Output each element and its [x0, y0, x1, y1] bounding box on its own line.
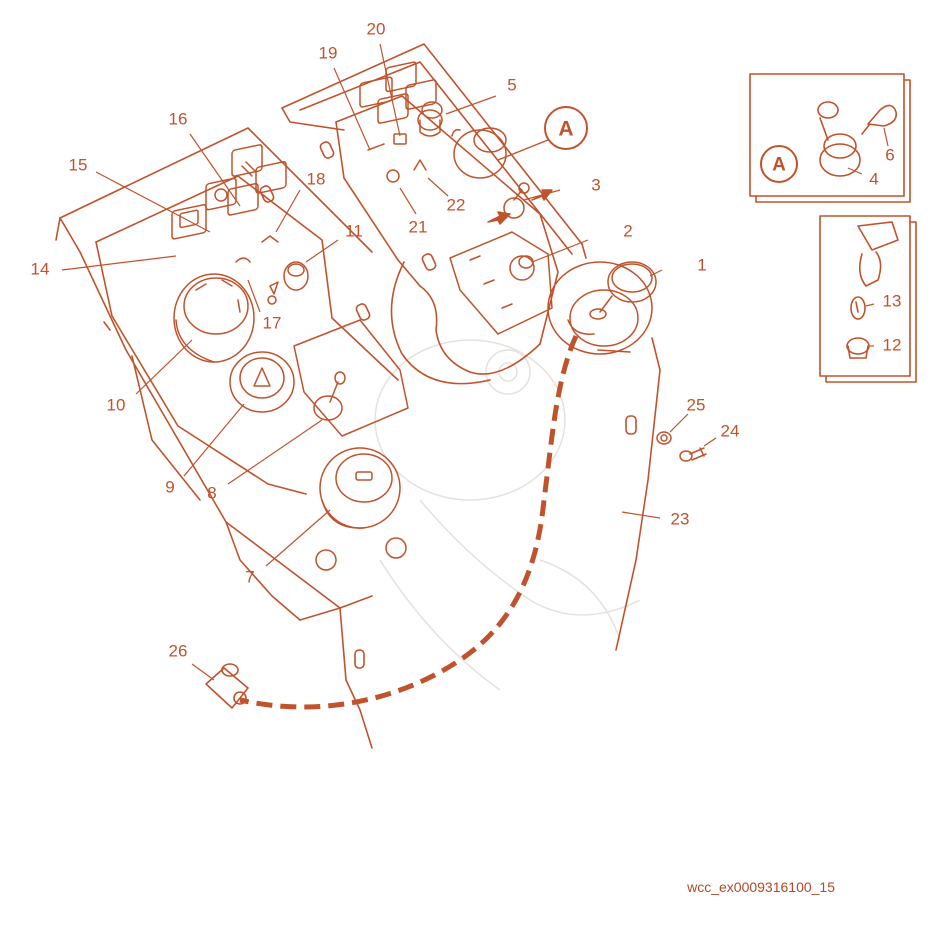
detail-callout-A-inset: A	[760, 145, 798, 183]
part-number-18: 18	[307, 169, 326, 188]
part-number-6: 6	[885, 145, 894, 164]
leader-line-6	[883, 127, 889, 147]
right-console-panel	[281, 43, 587, 385]
part-number-25: 25	[687, 395, 706, 414]
joystick-1-icon	[547, 261, 657, 355]
leader-line-23	[621, 511, 661, 519]
left-panel-switches	[171, 144, 409, 571]
leader-line-24	[703, 437, 717, 447]
leader-line-3	[523, 189, 561, 201]
push-button-5-icon	[417, 101, 443, 137]
washer-25-icon	[656, 431, 672, 445]
bulb-socket-12-icon	[846, 337, 870, 359]
switch-14-icon	[171, 204, 207, 240]
hazard-button-9-icon	[229, 351, 295, 413]
leader-lines	[61, 43, 889, 681]
rotary-switch-7-icon	[315, 447, 407, 571]
detail-callout-A-main: A	[497, 106, 588, 161]
part-number-8: 8	[207, 483, 216, 502]
leader-line-14	[61, 255, 177, 271]
figure-caption: wcc_ex0009316100_15	[686, 879, 835, 895]
part-number-26: 26	[169, 641, 188, 660]
part-number-14: 14	[31, 259, 50, 278]
leader-line-16	[189, 133, 241, 207]
part-number-23: 23	[671, 509, 690, 528]
leader-line-9	[183, 403, 245, 477]
leader-line-25	[669, 413, 689, 433]
leader-line-5	[445, 95, 497, 115]
leader-line-17	[247, 279, 261, 313]
detail-callout-label: A	[558, 118, 573, 141]
switch-18-icon	[255, 161, 287, 243]
leader-line-4	[847, 167, 863, 175]
part-number-10: 10	[107, 395, 126, 414]
part-number-9: 9	[165, 477, 174, 496]
part-number-4: 4	[869, 169, 878, 188]
key-6-icon	[861, 104, 898, 135]
leader-line-13	[865, 303, 875, 307]
part-number-11: 11	[345, 221, 363, 240]
toggle-switch-8-icon	[293, 319, 409, 437]
background-watermark	[374, 339, 641, 691]
leader-line-26	[191, 663, 215, 681]
rotary-knob-11-icon	[267, 261, 309, 305]
switch-2-plate-icon	[449, 231, 553, 335]
part-number-22: 22	[447, 195, 466, 214]
leader-line-1	[649, 269, 663, 277]
harness-cable	[239, 334, 579, 710]
key-switch-4-icon	[817, 101, 861, 177]
leader-line-15	[95, 171, 211, 233]
switch-17-icon	[227, 182, 259, 263]
part-number-16: 16	[169, 109, 188, 128]
leader-line-22	[427, 177, 449, 197]
leader-line-11	[305, 239, 339, 263]
left-console-panel	[55, 127, 399, 749]
switch-22-icon	[405, 79, 437, 171]
leader-line-21	[399, 187, 417, 215]
part-number-15: 15	[69, 155, 88, 174]
detail-box-lamp	[819, 215, 917, 383]
switch-21-icon	[377, 93, 409, 183]
part-number-12: 12	[883, 335, 902, 354]
part-number-24: 24	[721, 421, 740, 440]
detail-callout-inset-label: A	[772, 155, 786, 176]
leader-line-8	[227, 419, 323, 485]
leader-line-18	[275, 189, 301, 233]
detail-box-key-switch	[749, 73, 911, 203]
part-number-1: 1	[697, 255, 706, 274]
part-number-20: 20	[367, 19, 386, 38]
part-number-19: 19	[319, 43, 338, 62]
screw-24-icon	[679, 447, 707, 462]
leader-line-7	[265, 509, 331, 567]
leader-line-10	[135, 339, 193, 395]
switch-16-icon	[231, 144, 263, 177]
bulb-13-icon	[850, 296, 866, 320]
switch-19-icon	[359, 76, 393, 151]
ignition-switch-icon	[451, 127, 507, 179]
part-number-5: 5	[507, 75, 516, 94]
part-number-21: 21	[409, 217, 428, 236]
rotary-switch-10-icon	[173, 273, 255, 363]
leader-line-20	[379, 43, 401, 137]
switch-15-icon	[205, 177, 237, 211]
part-number-13: 13	[883, 291, 902, 310]
part-number-7: 7	[245, 567, 254, 586]
part-number-3: 3	[591, 175, 600, 194]
right-panel-switches	[359, 61, 657, 355]
lamp-holder-icon	[857, 221, 899, 287]
leader-line-2	[531, 239, 589, 263]
support-post-23	[597, 337, 661, 651]
connector-26-icon	[205, 663, 249, 709]
leader-line-19	[333, 67, 371, 151]
part-number-17: 17	[263, 313, 282, 332]
part-number-2: 2	[623, 221, 632, 240]
